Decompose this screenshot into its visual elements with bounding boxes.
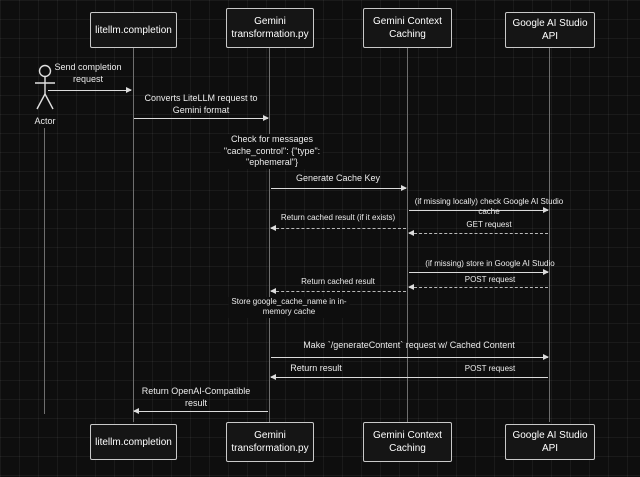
arrowhead-right: [263, 115, 269, 121]
message-label-store-google: (if missing) store in Google AI Studio: [425, 259, 555, 268]
arrow-generate-key: [271, 185, 407, 191]
participant-litellm-bottom: litellm.completion: [90, 424, 177, 460]
arrow-store-google: [409, 269, 549, 275]
arrow-return-cached-if-exists: [270, 225, 406, 231]
participant-caching-top: Gemini Context Caching: [363, 8, 452, 48]
message-label-check-google-cache: (if missing locally) check Google AI Stu…: [414, 197, 564, 217]
arrowhead-right: [126, 87, 132, 93]
arrow-send-completion: [48, 87, 132, 93]
arrowhead-left: [270, 225, 276, 231]
message-label-generate-key: Generate Cache Key: [295, 173, 381, 183]
message-label-return-cached: Return cached result: [301, 277, 375, 286]
arrow-converts: [134, 115, 269, 121]
participant-litellm-top: litellm.completion: [90, 12, 177, 48]
arrow-get-request: [408, 230, 548, 236]
arrow-post-request: [408, 284, 548, 290]
arrowhead-left: [270, 374, 276, 380]
message-label-return-openai: Return OpenAI-Compatible result: [141, 386, 251, 408]
lifeline-transformation: [269, 48, 270, 422]
arrowhead-left: [408, 230, 414, 236]
participant-transformation-bottom: Gemini transformation.py: [226, 422, 314, 462]
message-label-return-result: Return result: [290, 363, 342, 373]
message-label-make-generate: Make `/generateContent` request w/ Cache…: [303, 340, 515, 350]
participant-google-top: Google AI Studio API: [505, 12, 595, 48]
arrowhead-right: [543, 269, 549, 275]
arrow-return-cached: [270, 288, 406, 294]
arrowhead-right: [401, 185, 407, 191]
arrow-check-google-cache: [409, 207, 549, 213]
lifeline-actor: [44, 128, 45, 414]
message-label-post-request-2: POST request: [464, 364, 516, 373]
message-label-post-request: POST request: [464, 275, 516, 284]
message-label-send-completion: Send completion request: [54, 62, 122, 84]
lifeline-google: [549, 48, 550, 422]
arrowhead-left: [408, 284, 414, 290]
actor-icon: [35, 64, 55, 110]
lifeline-litellm: [133, 48, 134, 422]
message-label-converts: Converts LiteLLM request to Gemini forma…: [144, 93, 258, 115]
message-label-return-cached-if-exists: Return cached result (if it exists): [280, 213, 396, 222]
lifeline-caching: [407, 48, 408, 422]
arrow-return-result: [270, 374, 548, 380]
message-label-get-request: GET request: [466, 220, 512, 229]
message-label-check-messages: Check for messages "cache_control": {"ty…: [220, 134, 324, 170]
message-label-store-cache-name: Store google_cache_name in in- memory ca…: [228, 297, 350, 318]
arrowhead-left: [133, 408, 139, 414]
participant-google-bottom: Google AI Studio API: [505, 424, 595, 460]
arrowhead-left: [270, 288, 276, 294]
arrow-make-generate: [271, 354, 549, 360]
arrowhead-right: [543, 207, 549, 213]
arrow-return-openai: [133, 408, 268, 414]
arrowhead-right: [543, 354, 549, 360]
participant-transformation-top: Gemini transformation.py: [226, 8, 314, 48]
participant-caching-bottom: Gemini Context Caching: [363, 422, 452, 462]
actor-label: Actor: [34, 116, 56, 126]
